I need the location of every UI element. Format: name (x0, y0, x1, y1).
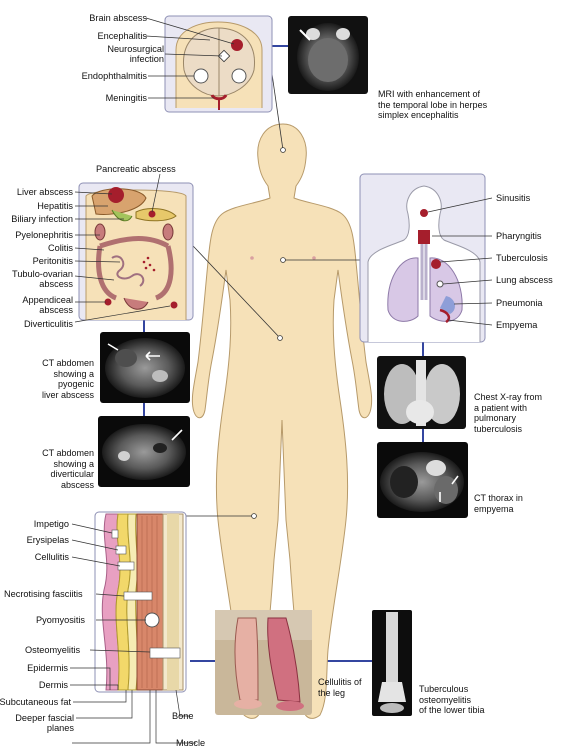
label-deeper-fascial-planes: planes (46, 723, 74, 733)
label-lung-abscess: Lung abscess (496, 275, 553, 285)
label-tubulo-ovarian: Tubulo-ovarian (12, 269, 73, 279)
label-sinusitis: Sinusitis (496, 193, 531, 203)
chest-xray-image (377, 356, 466, 429)
label-pyelonephritis: Pyelonephritis (15, 230, 73, 240)
label-epidermis: Epidermis (27, 663, 68, 673)
label-neurosurgical: Neurosurgical (107, 44, 164, 54)
human-body (191, 123, 373, 719)
label-diverticulitis: Diverticulitis (23, 319, 73, 329)
label-biliary-infection: Biliary infection (11, 214, 73, 224)
chest-panel (359, 173, 486, 343)
label-colitis: Colitis (47, 243, 73, 253)
skin-tissue-panel (94, 511, 187, 693)
label-subcutaneous-fat: Subcutaneous fat (0, 697, 71, 707)
label-meningitis: Meningitis (105, 93, 147, 103)
label-endophthalmitis: Endophthalmitis (81, 71, 147, 81)
ct-abdomen-liver-image (100, 332, 190, 403)
label-deeper-fascial: Deeper fascial (15, 713, 74, 723)
label-pharyngitis: Pharyngitis (496, 231, 542, 241)
label-dermis: Dermis (38, 680, 68, 690)
brain-panel (164, 15, 273, 113)
label-pyomyositis: Pyomyositis (36, 615, 86, 625)
label-tubulo-ovarian-abscess: abscess (39, 279, 73, 289)
label-hepatitis: Hepatitis (37, 201, 73, 211)
label-pancreatic-abscess: Pancreatic abscess (96, 164, 176, 174)
label-appendiceal-abscess: abscess (39, 305, 73, 315)
label-cellulitis: Cellulitis (34, 552, 69, 562)
label-appendiceal: Appendiceal (22, 295, 73, 305)
label-brain-abscess: Brain abscess (89, 13, 147, 23)
mri-image (288, 16, 368, 94)
label-erysipelas: Erysipelas (26, 535, 69, 545)
label-bone: Bone (172, 711, 194, 721)
label-impetigo: Impetigo (33, 519, 69, 529)
label-liver-abscess: Liver abscess (16, 187, 73, 197)
ct-thorax-image (377, 442, 468, 518)
label-neurosurgical-infection: infection (129, 54, 164, 64)
label-pneumonia: Pneumonia (496, 298, 543, 308)
label-necrotising-fasciitis: Necrotising fasciitis (4, 589, 83, 599)
label-empyema: Empyema (496, 320, 538, 330)
label-encephalitis: Encephalitis (97, 31, 147, 41)
label-osteomyelitis: Osteomyelitis (25, 645, 81, 655)
ct-abdomen-diverticular-image (98, 416, 190, 487)
abdomen-panel (78, 182, 194, 321)
leg-cellulitis-image (215, 610, 312, 715)
tibia-xray-image (372, 610, 412, 716)
label-tuberculosis: Tuberculosis (496, 253, 548, 263)
label-muscle: Muscle (176, 738, 206, 748)
label-peritonitis: Peritonitis (32, 256, 73, 266)
